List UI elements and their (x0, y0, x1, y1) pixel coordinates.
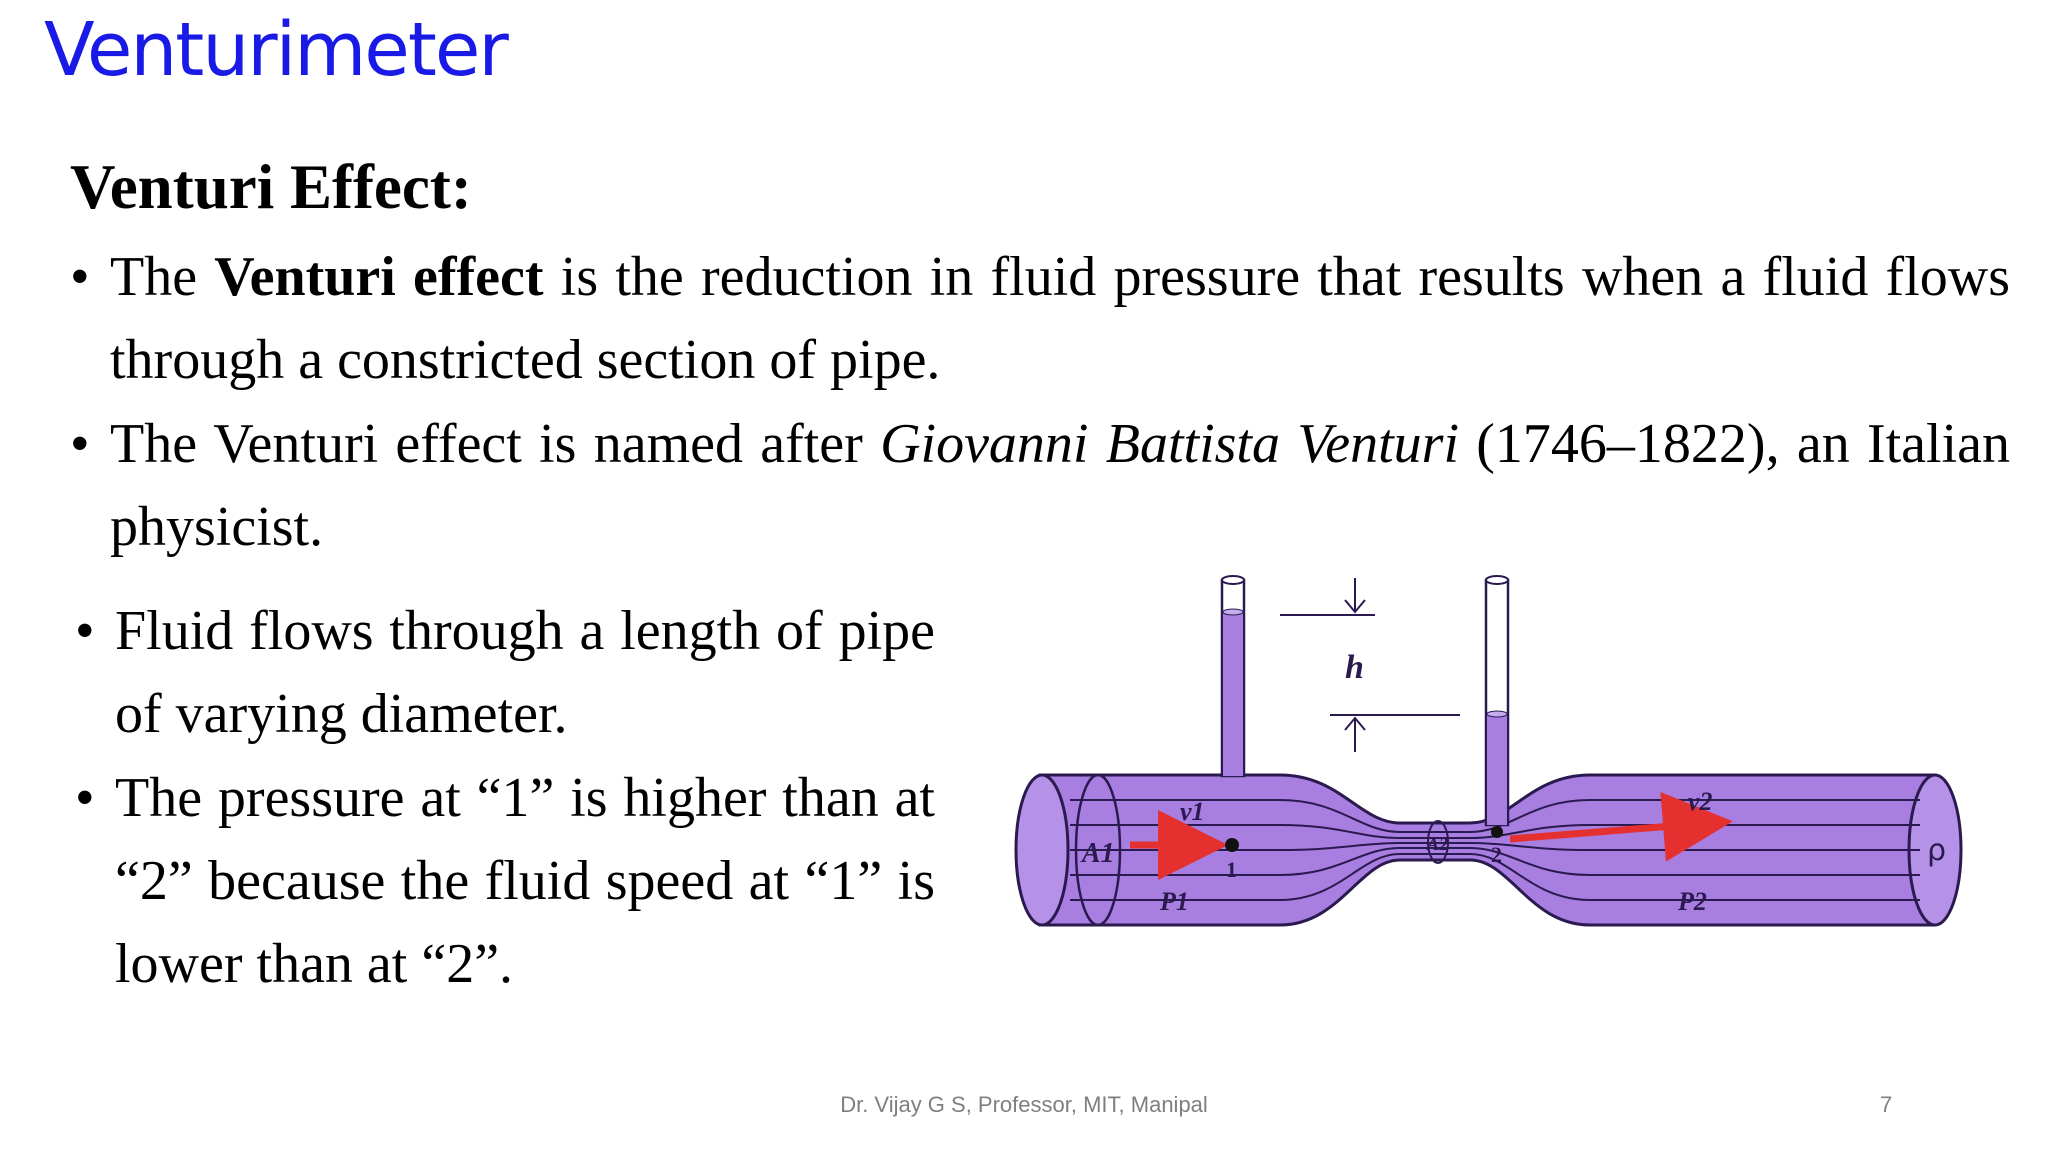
label-a1: A1 (1080, 838, 1115, 869)
bullet-marker: • (70, 246, 90, 308)
slide-title: Venturimeter (44, 7, 509, 93)
bullet-text-pre: The (110, 246, 215, 308)
bullet-venturi-named-after: • The Venturi effect is named after Giova… (70, 403, 2010, 569)
bullet-text: Fluid flows through a length of pipe of … (115, 600, 935, 745)
label-v2: v2 (1688, 787, 1713, 816)
bullet-marker: • (75, 767, 95, 829)
bullet-venturi-definition: • The Venturi effect is the reduction in … (70, 236, 2010, 402)
label-p1: P1 (1159, 887, 1189, 916)
bullet-fluid-flows: • Fluid flows through a length of pipe of… (75, 590, 935, 756)
manometer-fluid-left-surface (1222, 608, 1244, 616)
manometer-tube-left-top (1221, 575, 1245, 585)
manometer-fluid-left (1223, 612, 1243, 776)
manometer-fluid-right (1487, 714, 1507, 825)
bullet-text-post: is the reduction in fluid pressure that … (110, 246, 2010, 391)
point-2-marker (1491, 826, 1503, 838)
bullet-text: The pressure at “1” is higher than at “2… (115, 767, 935, 995)
manometer-fluid-right-surface (1486, 710, 1508, 718)
bullet-text-bold: Venturi effect (214, 246, 544, 308)
label-point-2: 2 (1491, 842, 1502, 867)
flow-arrow-2 (1509, 791, 1733, 862)
label-v1: v1 (1180, 797, 1205, 826)
label-point-1: 1 (1226, 857, 1237, 882)
point-1-marker (1225, 838, 1239, 852)
bullet-text-post: (1746–1822), an Italian physicist. (110, 413, 2010, 558)
manometer-tube-right-top (1485, 575, 1509, 585)
bullet-pressure-comparison: • The pressure at “1” is higher than at “… (75, 757, 935, 1006)
height-dimension (1280, 578, 1460, 752)
page-number: 7 (1880, 1092, 1893, 1117)
label-p2: P2 (1677, 887, 1707, 916)
venturi-diagram: h A1 v1 1 P1 A2 2 v2 P2 ρ (1014, 575, 1963, 927)
pipe-left-end (1014, 773, 1070, 927)
streamlines (1070, 799, 1920, 901)
section-heading: Venturi Effect: (70, 152, 472, 222)
footer-text: Dr. Vijay G S, Professor, MIT, Manipal (840, 1092, 1208, 1117)
bullet-text-pre: The Venturi effect is named after (110, 413, 881, 475)
label-rho: ρ (1927, 833, 1946, 868)
bullet-marker: • (75, 600, 95, 662)
bullet-marker: • (70, 413, 90, 475)
label-a2: A2 (1426, 834, 1448, 854)
label-h: h (1345, 649, 1364, 686)
bullet-text-italic: Giovanni Battista Venturi (880, 413, 1460, 475)
